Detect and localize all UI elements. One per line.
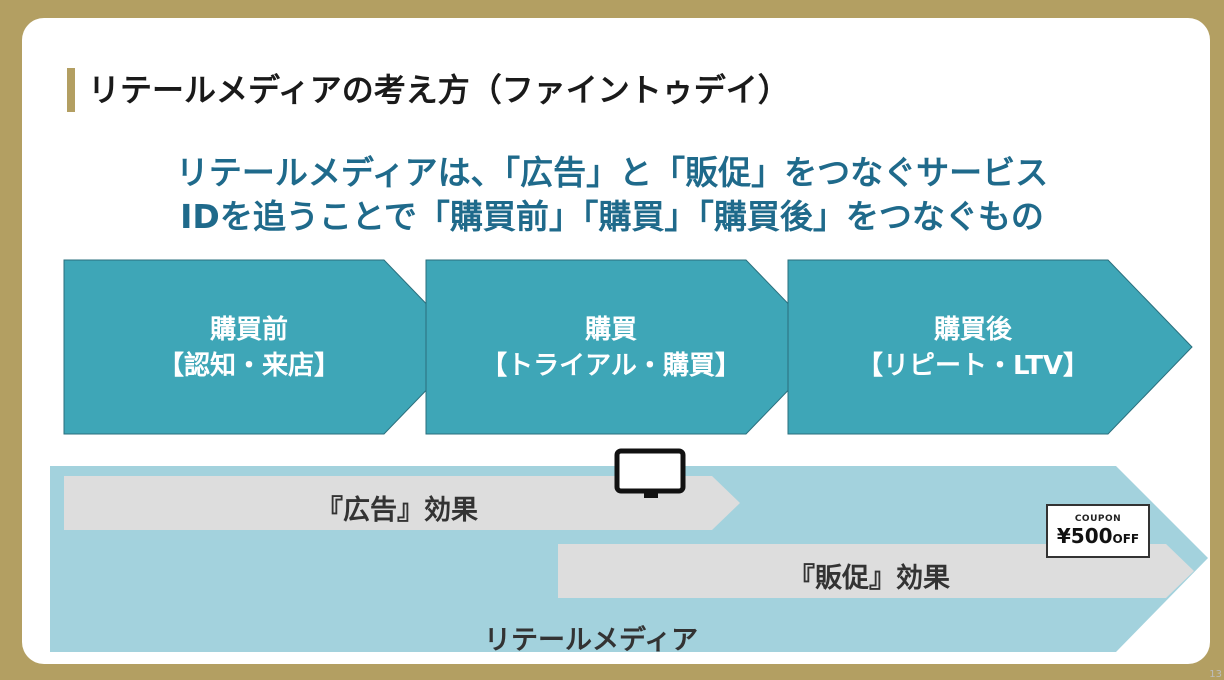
coupon-amount-line: ¥500OFF [1048,525,1148,550]
page-number: 13 [1209,669,1222,680]
stage-purchase-label: 購買 【トライアル・購買】 [446,312,776,384]
stage-pre-purchase-label: 購買前 【認知・来店】 [84,312,414,384]
coupon-suffix: OFF [1112,532,1140,546]
headline-line-2: IDを追うことで「購買前」「購買」「購買後」をつなぐもの [180,197,1044,236]
stage-purchase-title: 購買 [584,315,637,345]
promo-effect-label: 『販促』効果 [788,563,950,594]
stage-pre-purchase-sub: 【認知・来店】 [157,351,340,381]
stage-arrow-post-purchase [787,259,1193,435]
slide-title: リテールメディアの考え方（ファイントゥデイ） [88,71,790,109]
headline-line-1: リテールメディアは、「広告」と「販促」をつなぐサービス [175,153,1049,192]
stage-purchase-sub: 【トライアル・購買】 [481,351,741,381]
coupon-title: COUPON [1074,514,1122,524]
retail-media-label: リテールメディア [484,625,699,656]
stage-pre-purchase-title: 購買前 [209,315,288,345]
promo-effect-bar [558,544,1194,598]
ad-effect-bar [64,476,740,530]
coupon-icon: COUPON ¥500OFF [1046,504,1150,558]
monitor-icon [614,448,686,498]
title-accent-bar [67,68,75,112]
stage-post-purchase-sub: 【リピート・LTV】 [856,351,1090,381]
ad-effect-label: 『広告』効果 [316,495,478,526]
stage-post-purchase-label: 購買後 【リピート・LTV】 [808,312,1138,384]
coupon-amount: ¥500 [1056,524,1113,548]
stage-post-purchase-title: 購買後 [933,315,1012,345]
